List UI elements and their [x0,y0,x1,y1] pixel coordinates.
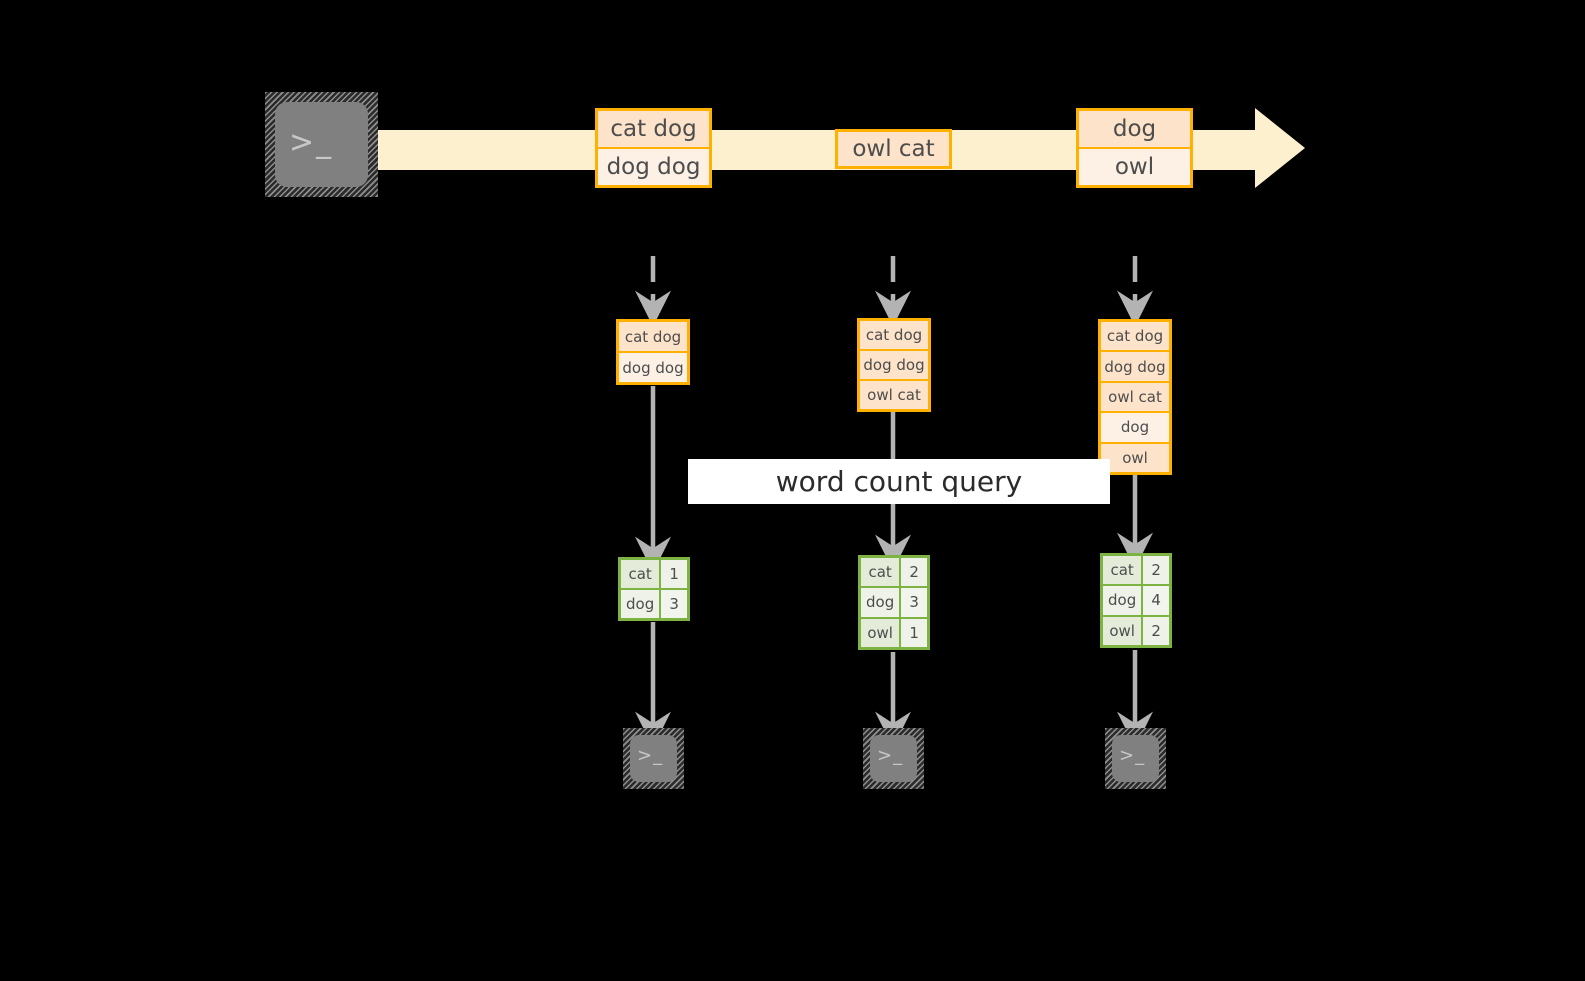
result-count: 2 [1143,556,1169,585]
result-word: dog [1103,586,1144,615]
result-count: 2 [901,558,927,587]
table-row: dog 3 [621,590,687,618]
snapshot-record: owl cat [1101,382,1169,414]
snapshot-records-2[interactable]: cat dog dog dog owl cat [857,318,931,412]
snapshot-record: dog dog [619,353,687,382]
table-row: owl 1 [861,618,927,647]
result-word: cat [621,560,662,588]
result-count: 3 [661,590,687,618]
stream-group-3[interactable]: dog owl [1076,108,1193,188]
snapshot-record: cat dog [619,322,687,353]
stream-record: dog dog [598,149,709,185]
stream-group-2[interactable]: owl cat [835,129,952,169]
table-row: cat 2 [861,558,927,589]
result-count: 3 [901,588,927,617]
sink-terminal-2[interactable]: >_ [863,728,924,789]
table-row: cat 2 [1103,556,1169,587]
snapshot-record: dog dog [860,351,928,381]
result-word: owl [1103,616,1144,645]
stream-record: owl [1079,149,1190,185]
sink-terminal-body: >_ [870,735,917,782]
query-label-text: word count query [775,465,1023,498]
stream-record: owl cat [838,132,949,166]
table-row: dog 4 [1103,586,1169,617]
terminal-prompt-icon: >_ [289,125,334,160]
result-word: dog [861,588,902,617]
sink-terminal-body: >_ [1112,735,1159,782]
result-table-2[interactable]: cat 2 dog 3 owl 1 [858,555,930,650]
result-count: 1 [661,560,687,588]
table-row: dog 3 [861,588,927,619]
table-row: owl 2 [1103,616,1169,645]
result-word: cat [861,558,902,587]
stream-record: cat dog [598,111,709,149]
result-count: 2 [1143,616,1169,645]
terminal-prompt-icon: >_ [877,745,904,766]
stream-group-1[interactable]: cat dog dog dog [595,108,712,188]
result-count: 1 [901,618,927,647]
snapshot-record: owl [1101,443,1169,473]
snapshot-records-1[interactable]: cat dog dog dog [616,319,690,385]
source-terminal-body: >_ [275,102,368,187]
snapshot-records-3[interactable]: cat dog dog dog owl cat dog owl [1098,319,1172,475]
sink-terminal-1[interactable]: >_ [623,728,684,789]
snapshot-record: dog dog [1101,352,1169,383]
snapshot-record: dog [1101,413,1169,444]
result-word: cat [1103,556,1144,585]
result-count: 4 [1143,586,1169,615]
snapshot-record: owl cat [860,381,928,409]
table-row: cat 1 [621,560,687,590]
source-terminal[interactable]: >_ [265,92,378,197]
result-word: dog [621,590,662,618]
snapshot-record: cat dog [1101,322,1169,353]
query-label: word count query [688,459,1110,504]
result-word: owl [861,618,902,647]
sink-terminal-3[interactable]: >_ [1105,728,1166,789]
terminal-prompt-icon: >_ [1119,745,1146,766]
terminal-prompt-icon: >_ [637,745,664,766]
result-table-1[interactable]: cat 1 dog 3 [618,557,690,621]
snapshot-record: cat dog [860,321,928,351]
result-table-3[interactable]: cat 2 dog 4 owl 2 [1100,553,1172,648]
sink-terminal-body: >_ [630,735,677,782]
stream-record: dog [1079,111,1190,149]
